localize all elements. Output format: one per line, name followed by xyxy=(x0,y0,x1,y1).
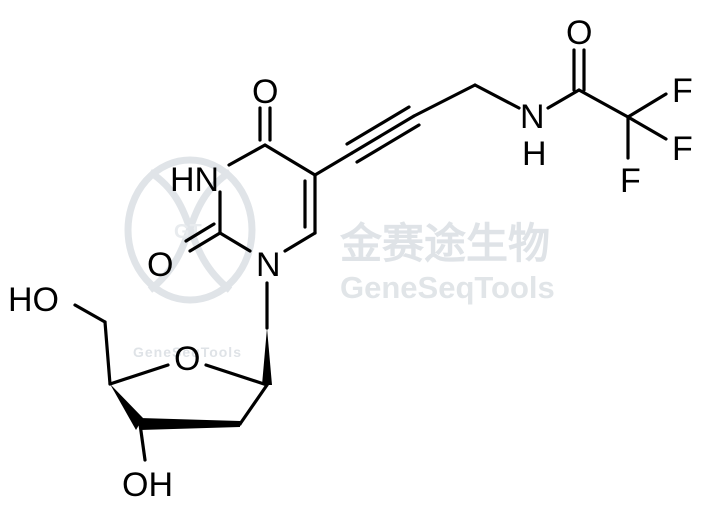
atom-o-amide: O xyxy=(566,14,592,52)
atom-labels: O HN O N N H O F F F HO O OH xyxy=(8,14,693,504)
bond-calkyne-ch2 xyxy=(412,83,477,118)
bond-triple-c xyxy=(355,123,421,164)
bond-co-cf3 xyxy=(577,88,630,119)
bond-c2-o-b xyxy=(184,222,216,243)
atom-f3: F xyxy=(620,162,641,200)
watermark-brand-en: GeneSeqTools xyxy=(340,270,555,305)
watermark-logo: GT xyxy=(124,156,256,304)
bond-c5-calkyne xyxy=(313,151,354,177)
bond-c1p-wedge xyxy=(262,328,272,385)
atom-hn3: HN xyxy=(170,161,219,199)
bond-n1-c2 xyxy=(218,231,252,253)
bond-c4-c5 xyxy=(263,143,317,177)
bond-c4p-c5p xyxy=(103,320,112,386)
atom-n1: N xyxy=(256,246,281,284)
bond-c1p-oring xyxy=(204,363,269,387)
bond-c5p-o xyxy=(73,303,107,324)
bonds xyxy=(73,48,668,462)
bond-c2p-c3p-wedge xyxy=(140,418,240,430)
atom-amide-n: N xyxy=(520,98,545,136)
bond-c6-n1 xyxy=(283,231,317,253)
bond-triple-b xyxy=(350,114,416,155)
atom-o-ring: O xyxy=(174,340,200,378)
atom-oh-3p: OH xyxy=(122,466,173,504)
bond-cf3-f2 xyxy=(626,115,668,141)
bond-c1p-c2p xyxy=(238,383,269,426)
bond-oring-c4p xyxy=(108,363,170,386)
atom-f2: F xyxy=(672,130,693,168)
watermark-brand-small: GeneSeqTools xyxy=(133,344,242,360)
bond-ch2-ch2 xyxy=(473,83,521,110)
watermark: GT 金赛途生物 GeneSeqTools GeneSeqTools xyxy=(124,156,555,360)
bond-n-co xyxy=(546,88,581,110)
bond-n3-c4 xyxy=(227,143,267,167)
bond-triple-a xyxy=(345,105,411,146)
bond-cf3-f1 xyxy=(626,92,668,119)
atom-f1: F xyxy=(672,72,693,110)
atom-amide-h: H xyxy=(522,135,547,173)
atom-ho-5p: HO xyxy=(8,281,59,319)
bond-c2-o-a xyxy=(188,231,222,253)
bond-c3p-c4p-wedge xyxy=(110,384,143,430)
watermark-brand-cn: 金赛途生物 xyxy=(339,220,550,267)
atom-o-c2: O xyxy=(147,246,173,284)
atom-o-c4: O xyxy=(252,73,278,111)
bond-c3p-oh xyxy=(138,422,147,462)
